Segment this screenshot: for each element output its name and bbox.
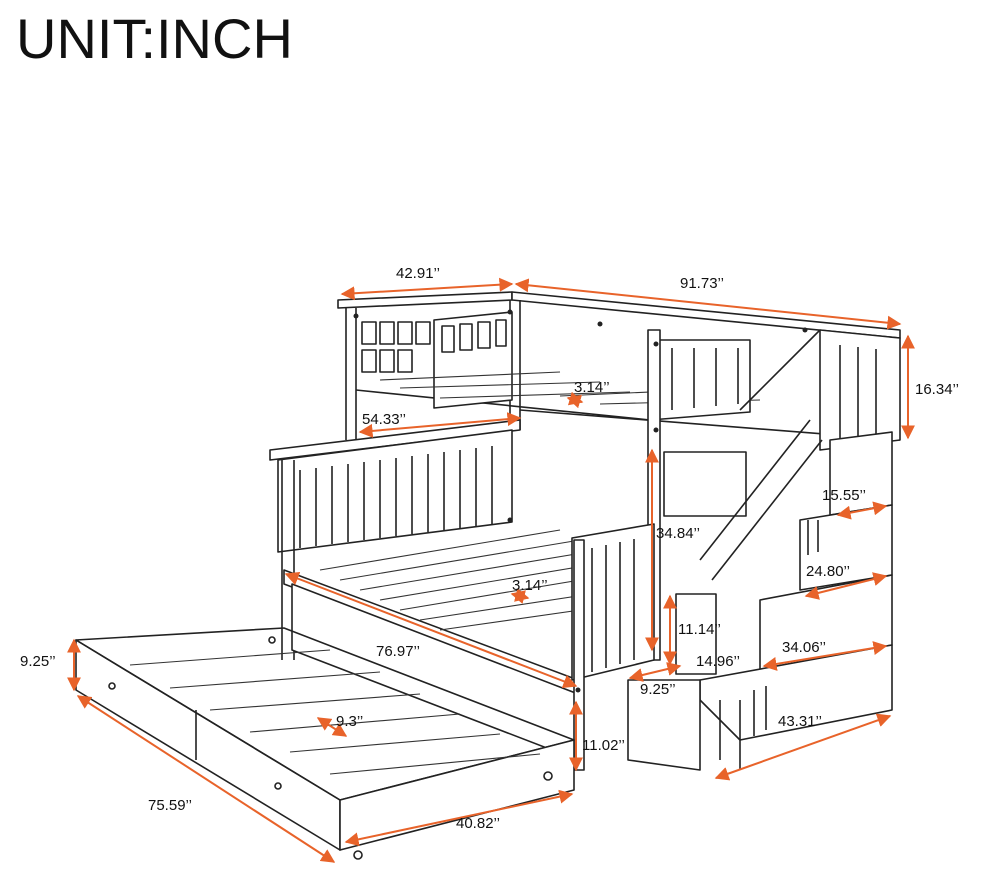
dim-line-bunk-width [358,412,522,438]
label-floor-clearance: 11.02’’ [582,737,625,754]
label-top-width: 42.91’’ [396,265,440,282]
label-stair-length: 34.06’’ [782,639,826,656]
label-bottom-slat-gap: 3.14’’ [512,577,548,594]
label-step-height: 11.14’’ [678,621,721,638]
dim-line-stair-depth-mid [804,572,888,600]
label-stair-depth-mid: 24.80’’ [806,563,850,580]
label-top-length: 91.73’’ [680,275,724,292]
lower-bunk [269,419,655,771]
label-trundle-width: 40.82’’ [456,815,500,832]
label-trundle-height: 9.25’’ [20,653,56,670]
dimension-arrows [67,277,915,863]
dim-line-trundle-width [344,789,574,847]
label-step-width: 14.96’’ [696,653,740,670]
label-top-slat-gap: 3.14’’ [574,379,610,396]
label-step-depth: 15.55’’ [822,487,866,504]
label-stair-base: 43.31’’ [778,713,822,730]
dim-line-top-length [514,278,902,330]
dim-line-bottom-slat-gap [510,588,530,604]
dim-line-stair-length [762,641,888,671]
dim-line-trundle-length [76,695,336,863]
label-guardrail-height: 16.34’’ [915,381,959,398]
dim-line-bottom-length [284,572,578,688]
dimension-labels: 42.91’’ 91.73’’ 16.34’’ 54.33’’ 3.14’’ 1… [20,265,959,832]
dim-line-stair-base [714,713,892,781]
label-bunk-clearance: 34.84’’ [656,525,700,542]
label-trundle-length: 75.59’’ [148,797,192,814]
dim-line-step-depth [836,501,888,520]
dim-line-top-width [340,277,514,301]
dim-line-top-slat-gap [566,391,584,409]
unit-title: UNIT:INCH [16,7,293,70]
label-stair-box-height: 9.25’’ [640,681,676,698]
label-bottom-length: 76.97’’ [376,643,420,660]
label-bunk-width: 54.33’’ [362,411,406,428]
dim-line-step-width [628,662,682,682]
label-trundle-slat-gap: 9.3’’ [336,713,363,730]
